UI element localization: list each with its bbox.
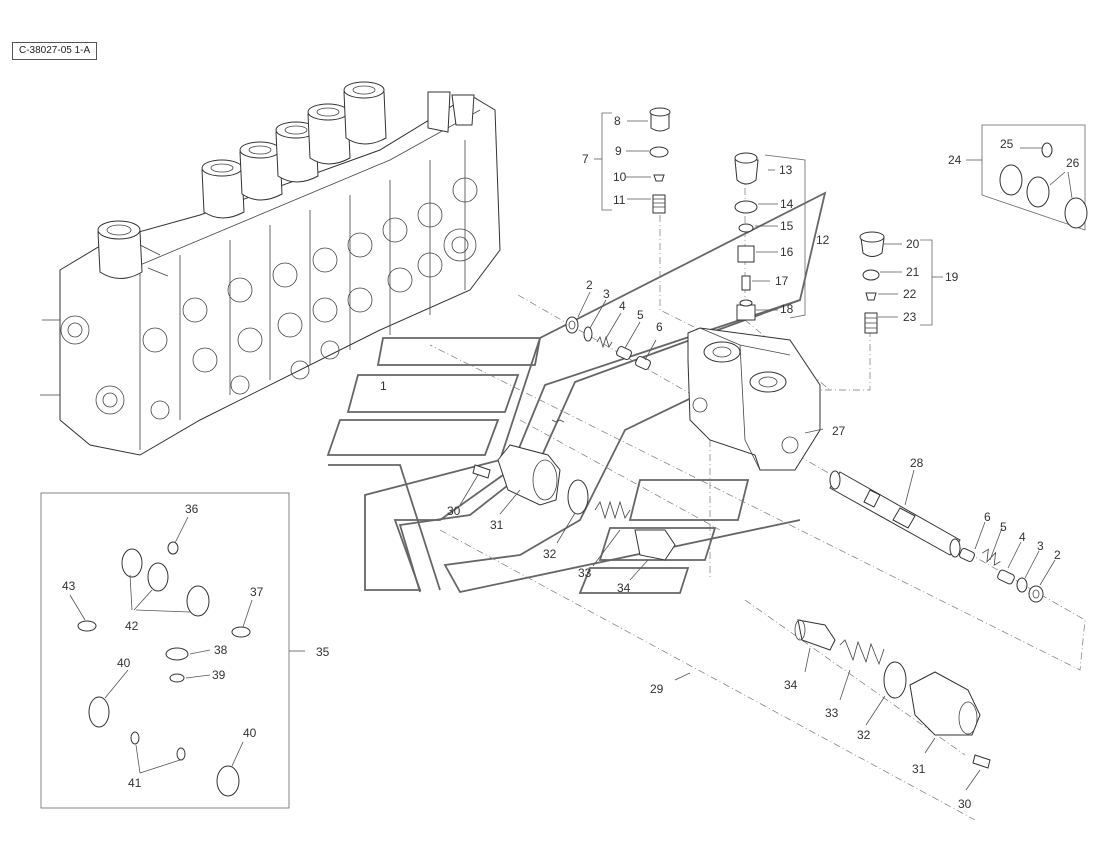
callout-33-upper: 33 [578, 566, 592, 580]
valve-bank-assembly [40, 81, 501, 456]
cartridge-group-19 [859, 231, 933, 334]
callout-33-lower: 33 [825, 706, 839, 720]
callout-8: 8 [614, 114, 621, 128]
callout-36: 36 [185, 502, 199, 516]
callout-10: 10 [613, 170, 627, 184]
left-end-cap-group [472, 419, 676, 561]
callout-11: 11 [613, 193, 626, 207]
callout-6: 6 [656, 320, 663, 334]
callout-38: 38 [214, 643, 228, 657]
callout-14: 14 [780, 197, 794, 211]
callout-35: 35 [316, 645, 330, 659]
callout-21: 21 [906, 265, 920, 279]
callout-leaders [69, 120, 1073, 791]
callout-3-right: 3 [1037, 539, 1044, 553]
callout-5-right: 5 [1000, 520, 1007, 534]
callout-32-lower: 32 [857, 728, 871, 742]
callout-17: 17 [775, 274, 789, 288]
callout-29: 29 [650, 682, 664, 696]
callout-27: 27 [832, 424, 846, 438]
callout-4: 4 [619, 299, 626, 313]
callout-32-upper: 32 [543, 547, 557, 561]
drawing-reference-code: C-38027-05 1-A [12, 42, 98, 60]
callout-31-upper: 31 [490, 518, 504, 532]
callout-19: 19 [945, 270, 959, 284]
callout-4-right: 4 [1019, 530, 1026, 544]
right-parts-chain [959, 547, 1044, 603]
callout-41: 41 [128, 776, 142, 790]
seal-kit-35 [40, 492, 290, 809]
callout-16: 16 [780, 245, 794, 259]
callout-31-lower: 31 [912, 762, 926, 776]
spool [829, 470, 961, 558]
callout-39: 39 [212, 668, 226, 682]
callout-20: 20 [906, 237, 920, 251]
callout-22: 22 [903, 287, 917, 301]
callout-40-lower: 40 [243, 726, 257, 740]
callout-23: 23 [903, 310, 917, 324]
upper-parts-chain [565, 316, 651, 371]
callout-34-upper: 34 [617, 581, 631, 595]
callout-1: 1 [380, 379, 387, 393]
callout-15: 15 [780, 219, 794, 233]
valve-housing [687, 327, 821, 471]
callout-40-upper: 40 [117, 656, 131, 670]
cartridge-group-7 [601, 107, 671, 214]
right-end-cap-group [794, 619, 991, 769]
seal-kit-24 [981, 124, 1088, 231]
callout-18: 18 [780, 302, 794, 316]
callout-34-lower: 34 [784, 678, 798, 692]
section-outline-shapes [326, 191, 827, 594]
callout-42: 42 [125, 619, 139, 633]
callout-30-upper: 30 [447, 504, 461, 518]
callout-24: 24 [948, 153, 962, 167]
callout-12: 12 [816, 233, 830, 247]
callout-26: 26 [1066, 156, 1080, 170]
callout-5: 5 [637, 308, 644, 322]
callout-28: 28 [910, 456, 924, 470]
callout-3: 3 [603, 287, 610, 301]
callout-30-lower: 30 [958, 797, 972, 811]
callout-2-right: 2 [1054, 548, 1061, 562]
callout-numbers: 1 2 3 4 5 6 7 8 9 10 11 12 13 14 15 16 1… [62, 114, 1080, 811]
callout-43: 43 [62, 579, 76, 593]
callout-6-right: 6 [984, 510, 991, 524]
callout-7: 7 [582, 152, 589, 166]
callout-37: 37 [250, 585, 264, 599]
callout-25: 25 [1000, 137, 1014, 151]
callout-9: 9 [615, 144, 622, 158]
callout-2: 2 [586, 278, 593, 292]
cartridge-group-12 [734, 152, 806, 321]
callout-13: 13 [779, 163, 793, 177]
